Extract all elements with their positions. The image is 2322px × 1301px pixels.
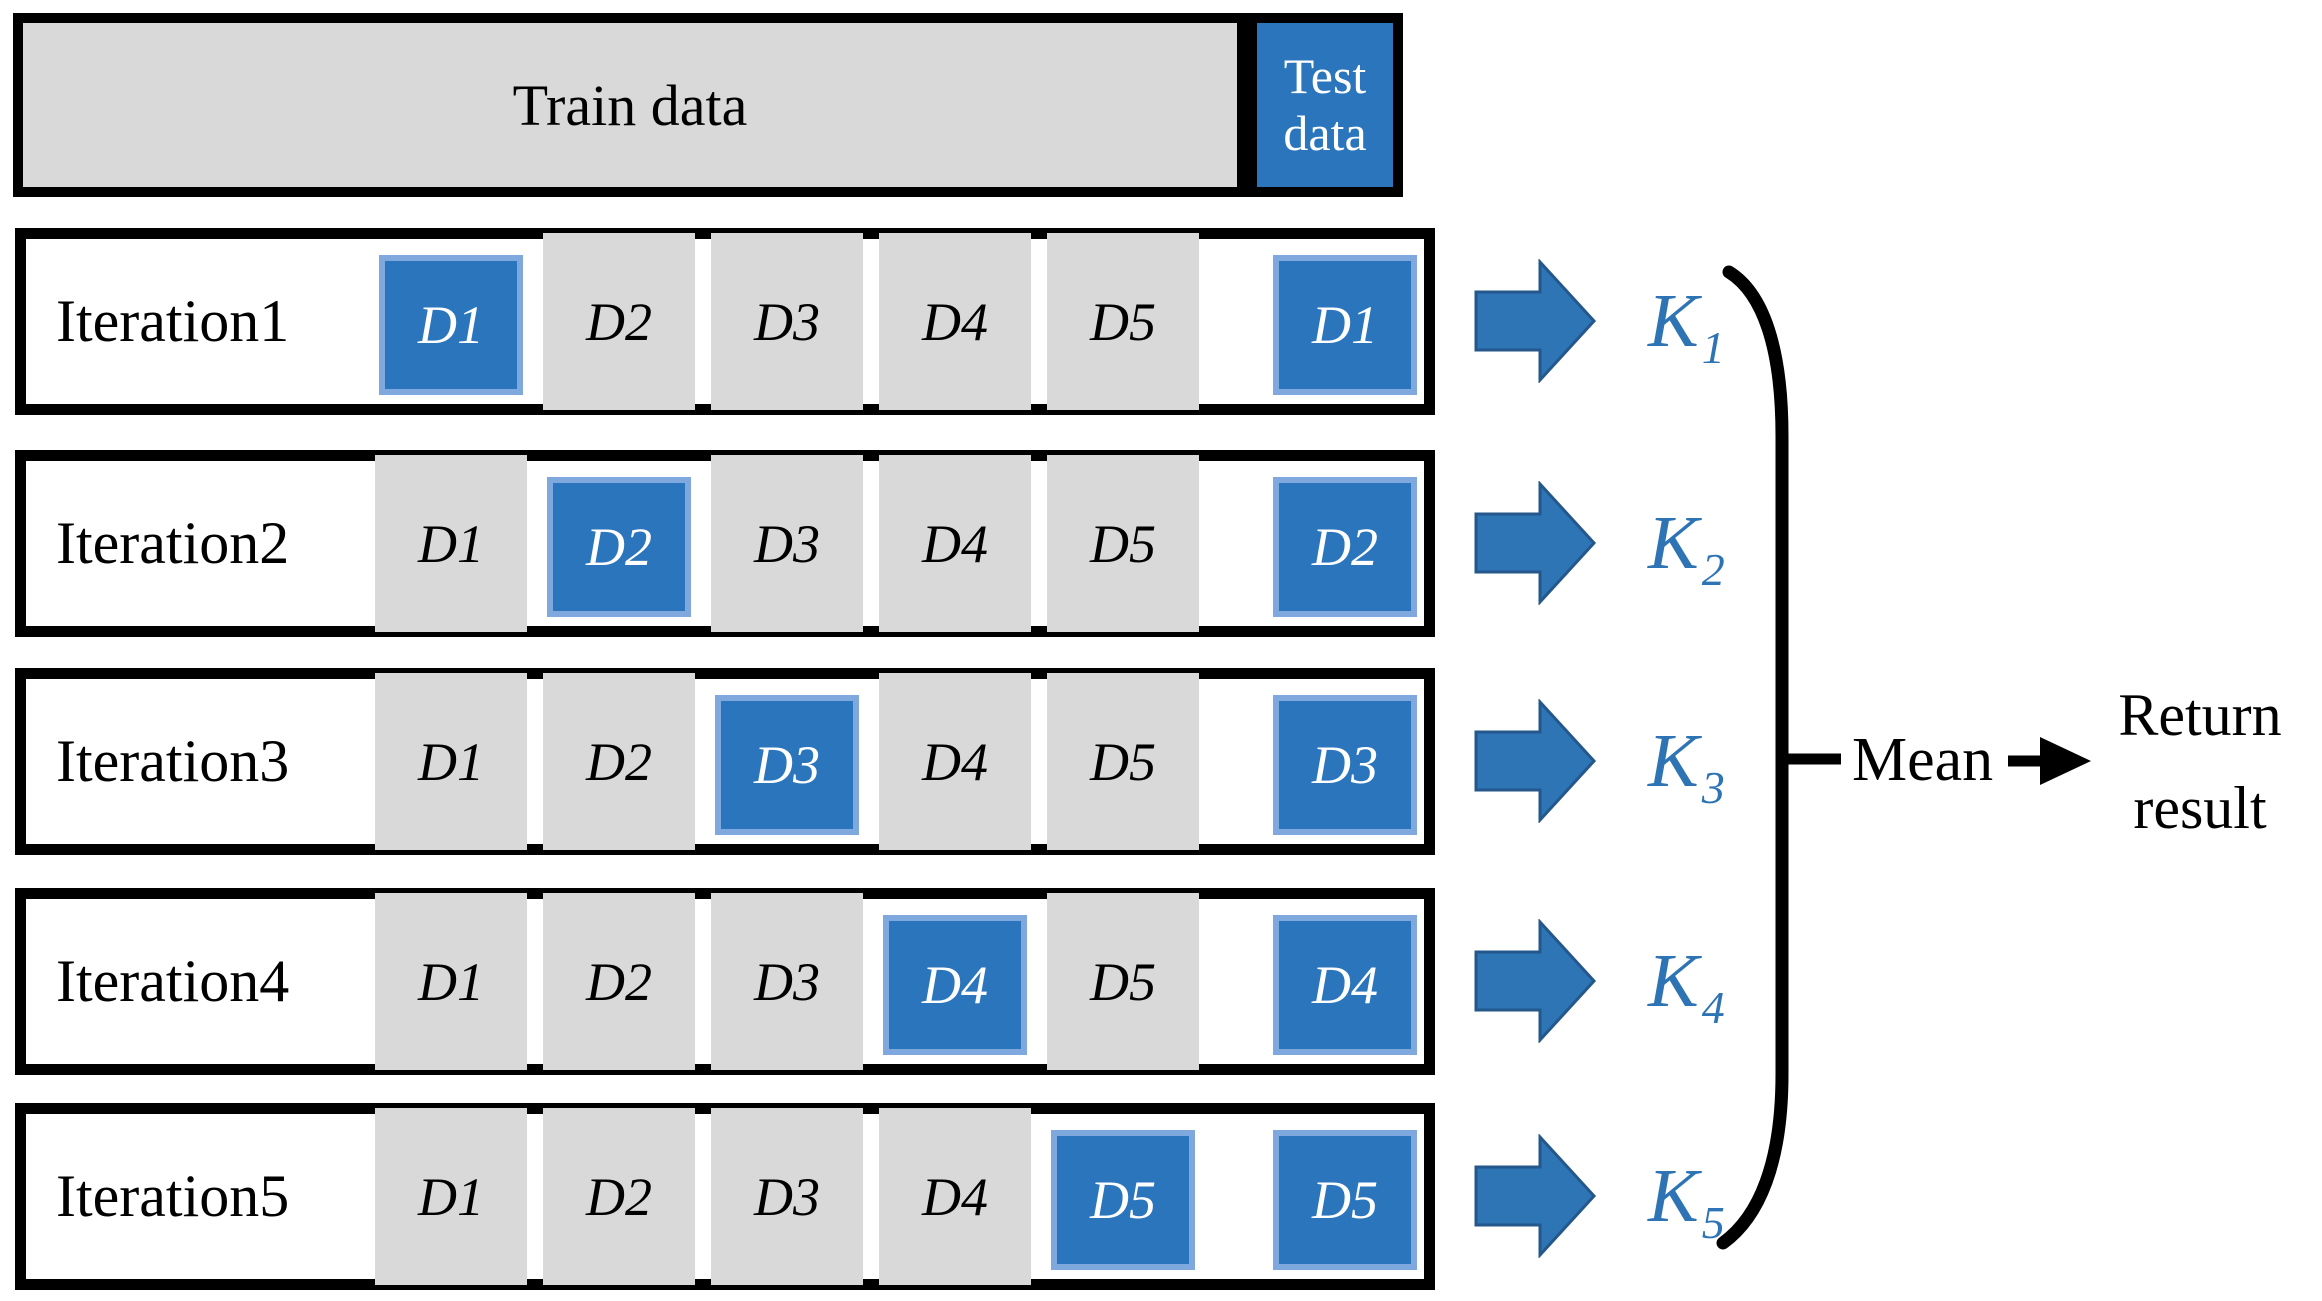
iteration-label: Iteration4 [56, 948, 290, 1014]
fold-box-selected: D5 [1051, 1130, 1195, 1270]
iteration-row-1: Iteration1 D1 D2 D3 D4 D5 D1 [15, 228, 1435, 415]
fold-box: D3 [711, 893, 863, 1070]
fold-box: D5 [1047, 455, 1199, 632]
right-block-arrow-icon [1474, 699, 1597, 823]
fold-box: D2 [543, 233, 695, 410]
test-fold-box: D2 [1273, 477, 1417, 617]
fold-box: D2 [543, 673, 695, 850]
test-fold-box: D4 [1273, 915, 1417, 1055]
fold-box: D3 [711, 455, 863, 632]
fold-box: D1 [375, 673, 527, 850]
fold-box: D5 [1047, 233, 1199, 410]
right-block-arrow-icon [1474, 259, 1597, 383]
iteration-row-3: Iteration3 D1 D2 D3 D4 D5 D3 [15, 668, 1435, 855]
return-result-label: Return result [2118, 682, 2282, 841]
test-fold-box: D1 [1273, 255, 1417, 395]
test-data-label-line1: Test [1283, 47, 1367, 104]
iteration-row-4: Iteration4 D1 D2 D3 D4 D5 D4 [15, 888, 1435, 1075]
mean-label: Mean [1852, 725, 1994, 794]
iteration-label: Iteration1 [56, 288, 290, 354]
fold-box: D1 [375, 455, 527, 632]
fold-box: D4 [879, 673, 1031, 850]
iteration-row-2: Iteration2 D1 D2 D3 D4 D5 D2 [15, 450, 1435, 637]
fold-box: D5 [1047, 893, 1199, 1070]
test-data-label-line2: data [1283, 105, 1367, 161]
fold-box: D4 [879, 1108, 1031, 1285]
iteration-row-5: Iteration5 D1 D2 D3 D4 D5 D5 [15, 1103, 1435, 1290]
fold-box: D3 [711, 1108, 863, 1285]
fold-box: D3 [711, 233, 863, 410]
iteration-label: Iteration2 [56, 510, 290, 576]
train-data-box: Train data [13, 13, 1247, 197]
test-data-box: Test data [1247, 13, 1403, 197]
fold-box-selected: D4 [883, 915, 1027, 1055]
right-block-arrow-icon [1474, 919, 1597, 1043]
iteration-label: Iteration5 [56, 1163, 290, 1229]
fold-box: D2 [543, 1108, 695, 1285]
iteration-label: Iteration3 [56, 728, 290, 794]
fold-box-selected: D2 [547, 477, 691, 617]
fold-box: D5 [1047, 673, 1199, 850]
group-brace [1716, 265, 1789, 1250]
fold-box: D2 [543, 893, 695, 1070]
fold-box: D1 [375, 1108, 527, 1285]
fold-box-selected: D1 [379, 255, 523, 395]
fold-box: D4 [879, 455, 1031, 632]
right-block-arrow-icon [1474, 481, 1597, 605]
test-fold-box: D5 [1273, 1130, 1417, 1270]
test-fold-box: D3 [1273, 695, 1417, 835]
fold-box: D1 [375, 893, 527, 1070]
train-data-label: Train data [512, 72, 748, 138]
fold-box-selected: D3 [715, 695, 859, 835]
fold-box: D4 [879, 233, 1031, 410]
right-block-arrow-icon [1474, 1134, 1597, 1258]
